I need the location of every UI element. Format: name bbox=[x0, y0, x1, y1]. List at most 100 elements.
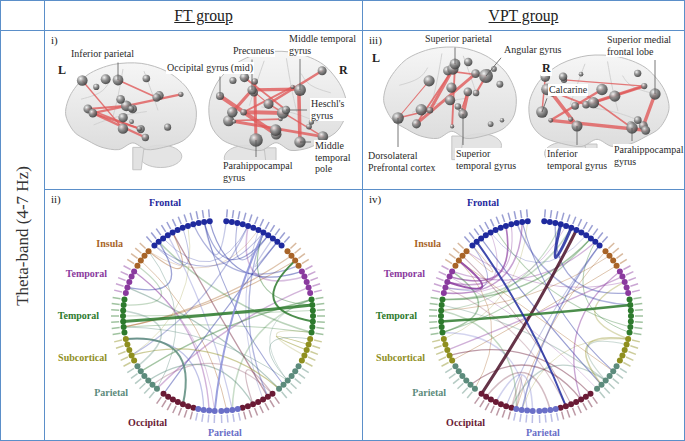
region-dot bbox=[310, 319, 316, 325]
region-tick bbox=[635, 309, 643, 311]
connection-line bbox=[244, 77, 286, 110]
region-tick bbox=[445, 259, 452, 263]
region-tick bbox=[429, 321, 437, 323]
region-tick bbox=[131, 254, 137, 259]
region-dot bbox=[514, 220, 520, 226]
region-tick bbox=[442, 362, 449, 366]
region-tick bbox=[310, 278, 317, 281]
chord-line bbox=[134, 271, 209, 410]
region-sphere bbox=[568, 117, 573, 122]
region-tick bbox=[149, 392, 154, 398]
region-tick bbox=[290, 243, 296, 248]
region-tick bbox=[430, 327, 438, 329]
region-sphere bbox=[137, 126, 142, 131]
region-tick bbox=[265, 222, 269, 229]
region-tick bbox=[562, 213, 564, 221]
region-tick bbox=[635, 321, 643, 323]
region-tick bbox=[135, 379, 141, 384]
sulcus-line bbox=[286, 58, 296, 112]
region-sphere bbox=[427, 107, 434, 114]
region-sphere bbox=[270, 124, 282, 136]
region-tick bbox=[593, 229, 598, 236]
region-dot bbox=[296, 363, 302, 369]
lobe-label: Parietal bbox=[411, 387, 447, 399]
connection-line bbox=[93, 94, 181, 113]
region-dot bbox=[614, 363, 620, 369]
region-tick bbox=[457, 383, 463, 388]
region-dot bbox=[622, 279, 628, 285]
chord-line bbox=[132, 226, 249, 356]
region-tick bbox=[458, 243, 464, 248]
region-dot bbox=[234, 220, 240, 226]
region-tick bbox=[226, 415, 228, 423]
region-tick bbox=[550, 210, 551, 218]
region-sphere bbox=[446, 83, 456, 93]
region-tick bbox=[578, 219, 581, 226]
lobe-label: Insula bbox=[95, 238, 124, 250]
region-dot bbox=[442, 342, 448, 348]
region-dot bbox=[452, 263, 458, 269]
region-dot bbox=[201, 219, 207, 225]
region-dot bbox=[536, 408, 542, 414]
region-tick bbox=[140, 243, 146, 248]
glass-brain bbox=[66, 63, 197, 170]
region-dot bbox=[568, 401, 574, 407]
region-tick bbox=[161, 225, 165, 232]
region-tick bbox=[116, 346, 124, 348]
region-label: Inferior parietal bbox=[70, 48, 135, 60]
region-tick bbox=[430, 303, 438, 305]
leader-line bbox=[286, 110, 307, 111]
region-tick bbox=[525, 415, 527, 423]
leader-line bbox=[463, 114, 464, 145]
region-tick bbox=[485, 403, 489, 410]
region-dot bbox=[235, 406, 241, 412]
region-tick bbox=[298, 254, 304, 259]
region-dot bbox=[617, 358, 623, 364]
region-tick bbox=[214, 415, 216, 423]
sulcus-line bbox=[399, 68, 427, 86]
region-tick bbox=[485, 222, 489, 229]
region-sphere bbox=[464, 88, 473, 97]
region-dot bbox=[310, 307, 316, 313]
region-dot bbox=[309, 324, 315, 330]
region-tick bbox=[429, 309, 437, 311]
region-dot bbox=[229, 407, 235, 413]
region-tick bbox=[539, 415, 541, 423]
region-tick bbox=[310, 351, 317, 354]
lobe-label: Insula bbox=[413, 238, 442, 250]
region-dot bbox=[594, 386, 600, 392]
region-tick bbox=[238, 211, 240, 219]
region-tick bbox=[184, 410, 187, 418]
region-tick bbox=[172, 219, 175, 226]
region-dot bbox=[441, 336, 447, 342]
region-label: Precuneus bbox=[232, 45, 275, 57]
hemisphere-label: R bbox=[338, 64, 349, 78]
region-dot bbox=[276, 386, 282, 392]
corner-cell bbox=[1, 1, 45, 31]
region-tick bbox=[295, 248, 301, 253]
region-dot bbox=[185, 223, 191, 229]
region-dot bbox=[602, 248, 608, 254]
region-tick bbox=[173, 406, 176, 413]
region-dot bbox=[558, 221, 564, 227]
region-tick bbox=[630, 346, 638, 348]
region-sphere bbox=[412, 119, 421, 128]
region-sphere bbox=[128, 106, 134, 112]
region-dot bbox=[625, 290, 631, 296]
lobe-label: Temporal bbox=[57, 310, 100, 322]
region-dot bbox=[444, 347, 450, 353]
region-tick bbox=[544, 209, 546, 217]
chord-line bbox=[496, 375, 533, 411]
region-sphere bbox=[290, 85, 294, 89]
lobe-label: Parietal bbox=[525, 427, 561, 439]
region-tick bbox=[135, 248, 141, 253]
region-tick bbox=[202, 210, 203, 218]
region-tick bbox=[111, 321, 119, 323]
leader-line bbox=[542, 98, 547, 112]
chord-line bbox=[445, 287, 565, 406]
region-tick bbox=[280, 232, 285, 238]
region-tick bbox=[628, 278, 635, 281]
region-dot bbox=[472, 386, 478, 392]
region-tick bbox=[608, 243, 614, 248]
region-dot bbox=[460, 253, 466, 259]
